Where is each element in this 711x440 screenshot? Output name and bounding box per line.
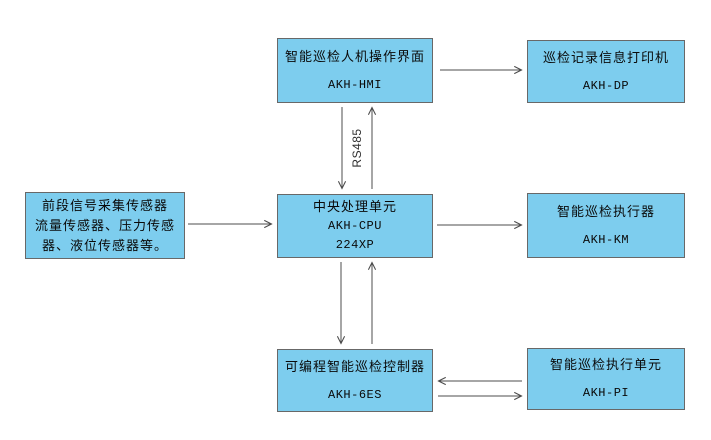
box-sensor-line3: 器、液位传感器等。 <box>41 237 168 253</box>
box-cpu-central-unit: 中央处理单元 AKH-CPU 224XP <box>277 194 433 258</box>
rs485-bus-label: RS485 <box>350 128 364 168</box>
box-cpu-title: 中央处理单元 <box>312 199 397 214</box>
box-pi-execution-unit: 智能巡检执行单元 AKH-PI <box>527 348 685 410</box>
box-hmi-model: AKH-HMI <box>328 77 382 92</box>
box-cpu-model: AKH-CPU <box>328 219 382 233</box>
box-km-title: 智能巡检执行器 <box>556 203 655 219</box>
box-pi-model: AKH-PI <box>582 386 630 400</box>
box-plc-model: AKH-6ES <box>328 387 382 402</box>
box-plc-controller: 可编程智能巡检控制器 AKH-6ES <box>277 349 433 412</box>
box-pi-title: 智能巡检执行单元 <box>549 357 662 372</box>
box-hmi-title: 智能巡检人机操作界面 <box>284 48 425 64</box>
box-sensor-frontend: 前段信号采集传感器 流量传感器、压力传感 器、液位传感器等。 <box>25 192 185 259</box>
box-km-actuator: 智能巡检执行器 AKH-KM <box>527 193 685 258</box>
box-dp-model: AKH-DP <box>582 78 630 93</box>
box-km-model: AKH-KM <box>582 232 630 247</box>
box-dp-printer: 巡检记录信息打印机 AKH-DP <box>527 40 685 103</box>
box-sensor-line2: 流量传感器、压力传感 <box>34 217 175 233</box>
box-plc-title: 可编程智能巡检控制器 <box>284 358 425 374</box>
box-sensor-line1: 前段信号采集传感器 <box>41 197 168 213</box>
box-hmi-operator-interface: 智能巡检人机操作界面 AKH-HMI <box>277 38 433 103</box>
box-cpu-series: 224XP <box>335 238 375 252</box>
box-dp-title: 巡检记录信息打印机 <box>542 49 669 65</box>
